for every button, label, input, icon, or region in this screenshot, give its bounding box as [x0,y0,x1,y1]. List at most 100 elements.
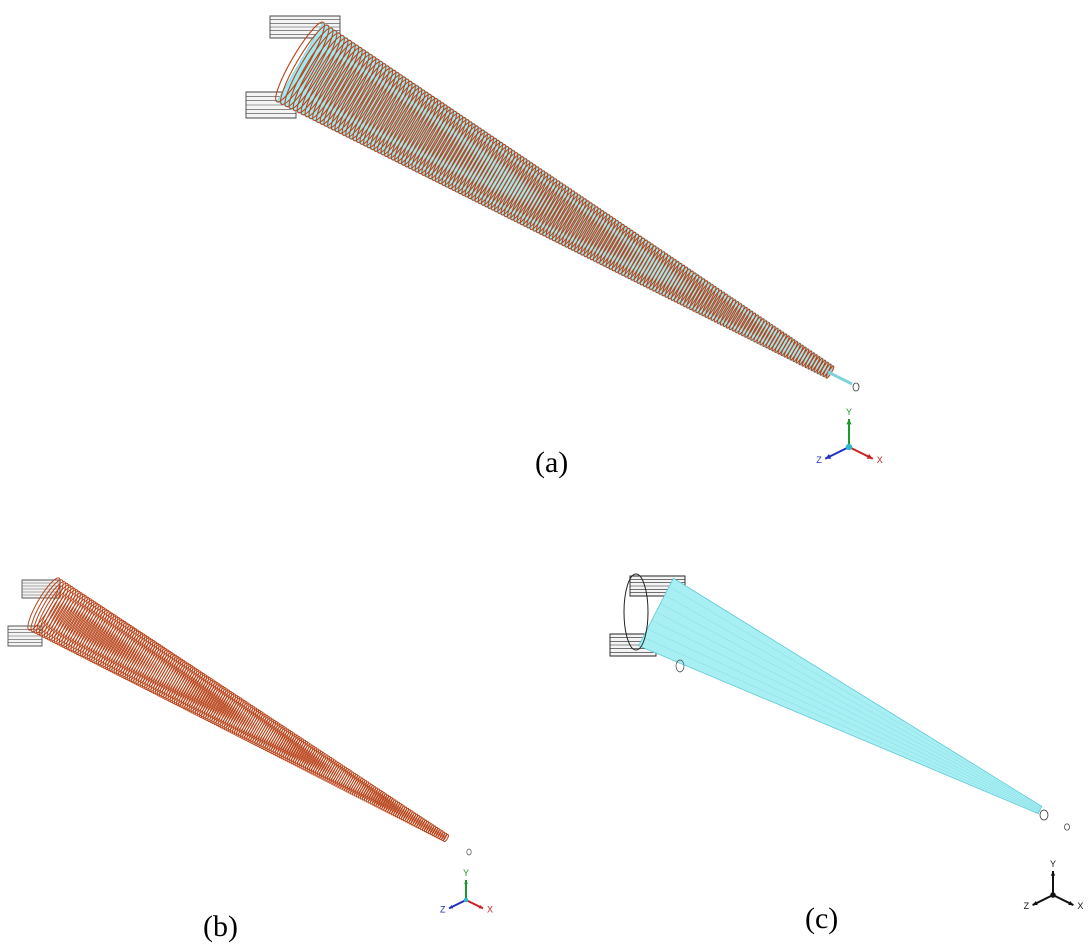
coil-turn [318,756,333,779]
coil-turn [359,74,403,145]
coil-turn [379,794,390,810]
coil-turn [698,285,717,315]
coil-turn [583,214,611,258]
coil-turn [464,139,501,198]
coil-turn [63,599,95,650]
coil-turn [695,283,714,314]
coil-turn [744,314,759,338]
coil-turn [373,790,384,807]
coil-turn [624,239,648,278]
axis-origin [463,897,469,903]
coil-turn [564,202,593,248]
coil-turn [278,732,295,759]
tip-ring [1064,823,1070,831]
coil-turn [377,85,420,154]
coil-turn [692,282,711,312]
coil-turn [323,51,370,127]
coil-turn [602,225,628,267]
coil-turn [759,323,773,346]
coil-turn [211,690,233,725]
coil-turn [292,32,342,112]
coil-turn [58,596,90,647]
coil-turn [327,53,373,129]
coil-turn [545,190,575,239]
coil-turn [400,807,410,821]
coil-turn [532,182,564,232]
coil-turn [423,822,431,833]
coil-turn [203,685,225,720]
panel-b-drawing: YXZ [7,577,493,914]
coil-turn [320,758,335,780]
coil-turn [75,606,106,655]
coil-turn [404,102,445,168]
coil-turn [762,325,776,347]
coil-turn [308,42,356,120]
coil-turn [434,121,473,183]
coil-turn [611,231,637,272]
cone-line [660,603,1041,810]
coil-turn [551,194,581,242]
coil-turn [431,826,439,837]
coil-turn [580,212,608,256]
cone-line [664,594,1042,809]
coil-turn [188,676,211,713]
coil-turn [407,104,448,170]
coil-turn [539,186,570,235]
coil-turn [107,626,135,672]
y-axis-label: Y [463,868,469,878]
coil-turn [324,760,338,782]
coil-turn [231,703,252,735]
cone-line [647,628,1040,813]
coil-turn [61,598,93,648]
coil-turn [673,270,694,303]
coil-turn [406,811,415,824]
coil-turn [184,674,208,711]
coil-turn [716,297,734,324]
coil-turn [56,595,88,646]
coil-turn [41,586,74,638]
coil-turn [768,329,782,350]
coil-turn [548,192,578,240]
coil-turn [461,137,498,196]
coil-turn [387,91,429,159]
coil-turn [383,89,426,158]
coil-turn [102,623,131,669]
coil-turn [100,622,129,668]
coil-turn [334,58,380,133]
coil-turn [555,196,584,243]
coil-turn [207,688,229,723]
coil-turn [726,303,742,329]
coil-turn [421,112,461,176]
coil-turn [519,174,552,226]
z-axis-label: Z [440,904,446,914]
coil-turn [429,825,437,836]
coil-turn [390,93,432,161]
coil-turn [286,737,303,763]
coil-turn [338,60,384,135]
coil-turn [414,108,454,173]
coil-turn [196,681,219,717]
coil-turn [618,235,643,275]
coil-turn [275,21,325,103]
coil-turn [765,327,779,349]
coil-turn [427,824,435,835]
coil-turn [385,798,395,813]
coil-turn [574,208,602,253]
x-axis-label: X [1077,901,1083,911]
cone-line [651,620,1040,812]
coil-turn [330,56,377,131]
coil-turn [561,200,590,247]
coil-turn [395,804,404,818]
hole-ring [675,659,685,673]
coil-turn [676,272,697,305]
coil-turn [719,299,737,326]
coil-turn [713,295,731,323]
coil-turn [535,184,567,234]
coil-turn [589,218,616,261]
coil-turn [126,638,154,682]
coil-turn [756,322,771,344]
coil-turn [352,69,397,142]
coil-turn [750,318,765,341]
